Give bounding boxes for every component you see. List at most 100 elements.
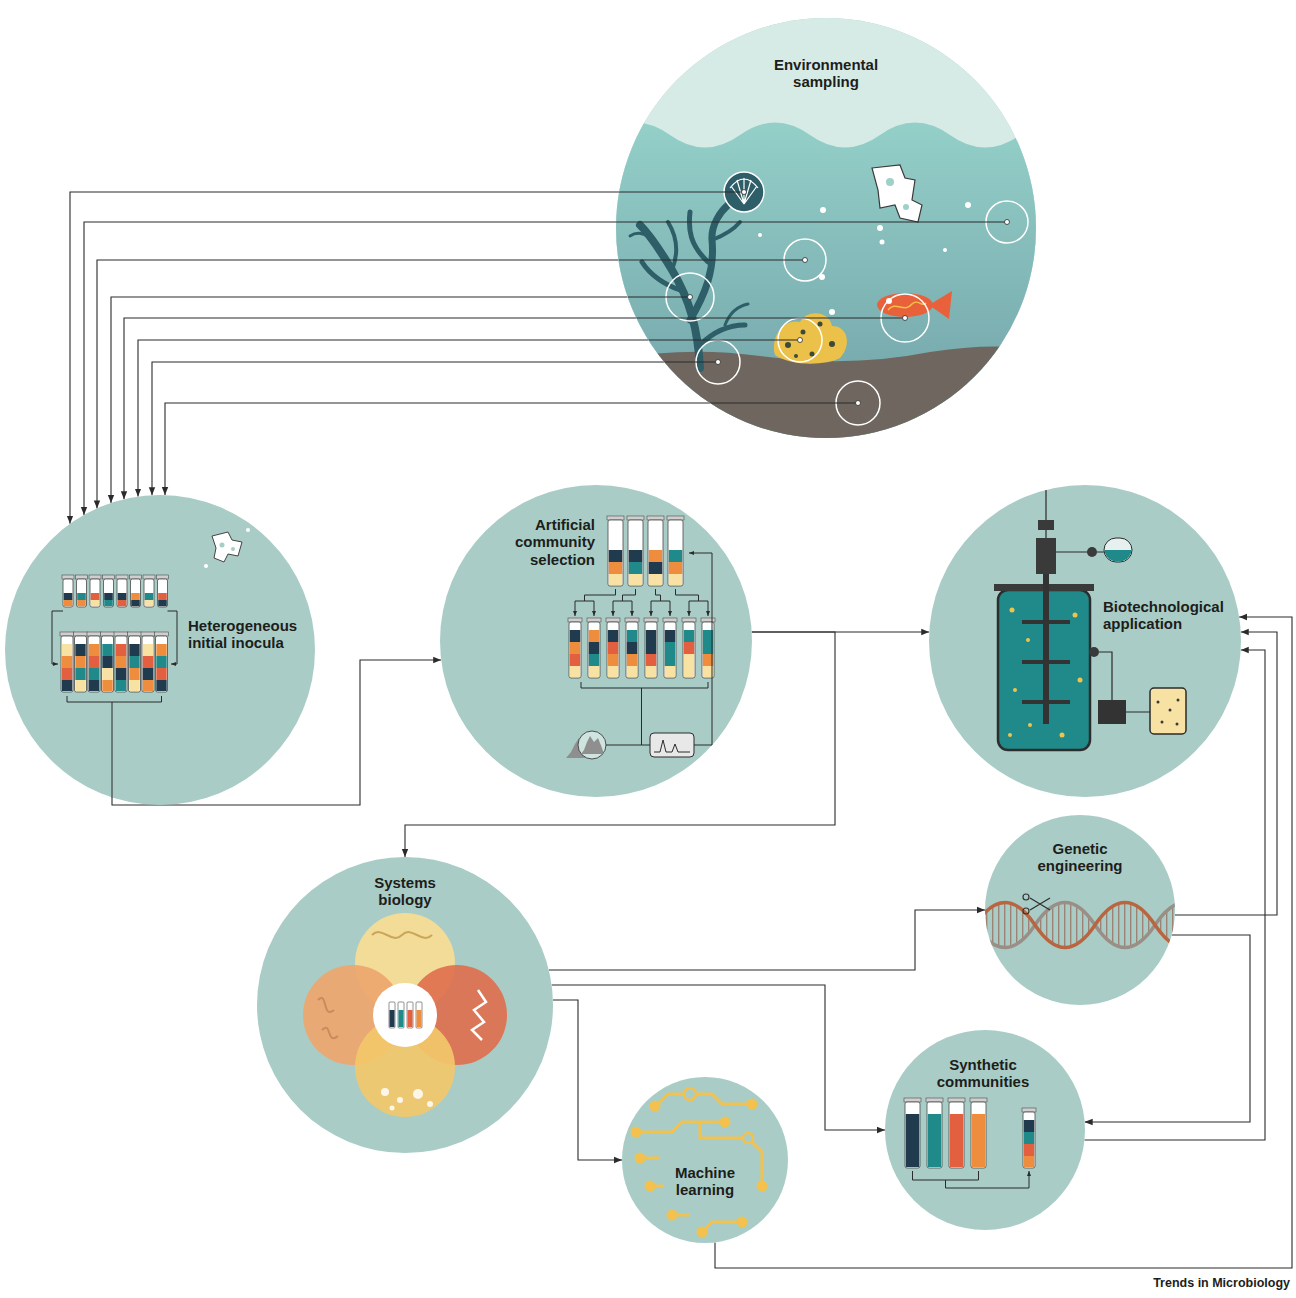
inocula-tubes [87,632,101,692]
selection-scheme [568,618,582,678]
inocula-tubes [204,564,208,568]
selection-scheme [566,738,594,758]
inocula-tubes [89,680,99,691]
inocula-tubes [116,656,126,668]
application-circle: Biotechnological application [929,485,1241,797]
inocula-tubes [76,575,88,607]
inocula-tubes [143,680,153,691]
inocula-tubes [157,575,169,607]
bioreactor [1022,660,1070,664]
marine-scene [785,322,835,359]
selection-scheme [647,516,664,586]
selection-scheme [670,601,671,616]
node-title: Biotechnological application [1103,598,1235,633]
marine-scene [725,304,748,325]
selection-scheme [646,654,656,666]
inocula-tubes [156,680,166,691]
inocula-tubes [168,611,178,664]
marine-scene [666,201,1028,425]
marine-scene [785,342,791,348]
selection-scheme [644,618,658,678]
marine-scene [886,178,894,186]
journal-watermark: Trends in Microbiology [1090,1276,1290,1291]
dna-helix [975,903,1215,948]
inocula-tubes [130,575,142,607]
synthetic-tubes [926,1098,943,1168]
circuit-brain [635,1153,646,1164]
omics-petals [389,1002,422,1028]
inocula-circle: Heterogeneous initial inocula [5,495,315,805]
inocula-tubes [116,680,126,691]
circuit-brain [636,1122,725,1132]
inocula-tubes [104,600,113,606]
synthetic-tubes [972,1114,985,1167]
selection-scheme [627,516,644,586]
omics-petals [417,1010,422,1027]
inocula-tubes [52,611,63,664]
omics-petals [398,1002,404,1028]
bioreactor [1022,700,1070,704]
inocula-tubes [75,656,85,668]
bioreactor [998,590,1090,750]
marine-scene [794,354,798,358]
selection-scheme [703,642,713,654]
marine-scene [696,340,740,384]
circuit-brain [672,1214,690,1217]
inocula-tubes [102,656,112,668]
bioreactor [1157,699,1180,726]
inocula-tubes [91,593,100,600]
omics-petals [303,913,507,1117]
omics-petals [318,998,338,1038]
inocula-tubes [74,632,88,692]
inocula-tubes [102,680,112,691]
selection-scheme [587,618,601,678]
inocula-tubes [74,632,88,692]
selection-scheme [575,601,708,616]
synthetic-tubes [926,1098,943,1168]
flow-arrow [138,340,648,497]
circuit-brain [743,1133,753,1143]
bioreactor [1026,638,1030,642]
marine-scene [1005,220,1010,225]
marine-scene [886,298,892,304]
circuit-brain [702,1222,742,1232]
inocula-tubes [89,575,101,607]
selection-circle: Artificial community selection [440,485,752,797]
selection-scheme [651,601,652,616]
bioreactor [1169,709,1172,712]
selection-scheme [575,589,708,601]
sampling-circle: Environmental sampling [616,18,1036,438]
inocula-tubes [130,575,142,607]
node-title: Environmental sampling [756,56,896,91]
selection-scheme [667,516,684,586]
marine-scene [730,178,758,204]
circuit-brain [697,1227,708,1238]
inocula-tubes [64,600,73,606]
selection-scheme [594,601,595,616]
omics-petals [413,1089,423,1099]
inocula-tubes [145,593,154,600]
synthetic-tubes [1024,1156,1034,1167]
selection-scheme [608,642,618,654]
circuit-brain [636,1094,762,1232]
marine-scene [774,313,847,363]
omics-petals [397,1097,403,1103]
inocula-tubes [116,644,126,656]
selection-scheme [589,630,599,642]
selection-scheme [689,601,690,616]
omics-petals [407,965,507,1065]
marine-scene [642,262,680,290]
bioreactor [1073,613,1078,618]
inocula-tubes [158,600,167,606]
selection-scheme [568,618,582,678]
selection-scheme [570,630,580,642]
flow-arrow [549,910,985,970]
inocula-tubes [76,575,88,607]
node-title: Artificial community selection [505,516,595,568]
circle-shape [985,815,1175,1005]
flow-arrow [752,631,930,632]
synthetic-tubes [970,1098,987,1168]
marine-scene [600,346,1050,450]
circuit-brain [655,1094,752,1106]
learning-circle: Machine learning [622,1077,788,1243]
